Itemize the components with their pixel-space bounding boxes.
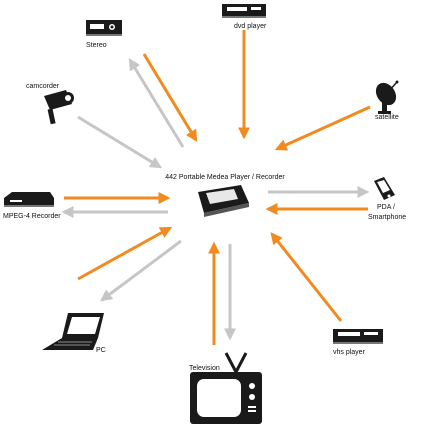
stereo-icon xyxy=(86,20,122,36)
pda-label-line2: Smartphone xyxy=(368,214,406,221)
stereo-label: Stereo xyxy=(86,42,107,49)
arrow-pc-to-player xyxy=(77,226,173,281)
portable-media-player-icon xyxy=(198,185,249,217)
pda-icon xyxy=(374,177,395,200)
arrow-player-to-pc xyxy=(100,239,182,302)
camcorder-icon xyxy=(44,90,74,125)
television-icon xyxy=(190,352,262,424)
pda-label-line1: PDA / xyxy=(377,204,395,211)
laptop-icon xyxy=(42,313,104,350)
mpeg4-label: MPEG-4 Recorder xyxy=(3,213,61,220)
vhs-label: vhs player xyxy=(333,349,366,356)
arrows xyxy=(61,30,371,345)
center-label: 442 Portable Medea Player / Recorder xyxy=(165,174,285,181)
camcorder-label: camcorder xyxy=(26,83,60,90)
vhs-player-icon xyxy=(333,329,383,344)
satellite-dish-icon xyxy=(375,80,399,114)
tv-label: Television xyxy=(189,365,220,372)
arrow-player-to-camcorder xyxy=(77,115,163,169)
arrow-stereo-to-player xyxy=(142,53,198,143)
mpeg4-recorder-icon xyxy=(4,192,54,207)
arrow-vhs-to-player xyxy=(270,232,343,322)
pc-label: PC xyxy=(96,347,106,354)
arrow-satellite-to-player xyxy=(274,105,371,151)
dvd-player-icon xyxy=(222,4,266,18)
dvd-label: dvd player xyxy=(234,23,267,30)
arrow-player-to-stereo xyxy=(128,57,185,148)
satellite-label: satellite xyxy=(375,114,399,121)
